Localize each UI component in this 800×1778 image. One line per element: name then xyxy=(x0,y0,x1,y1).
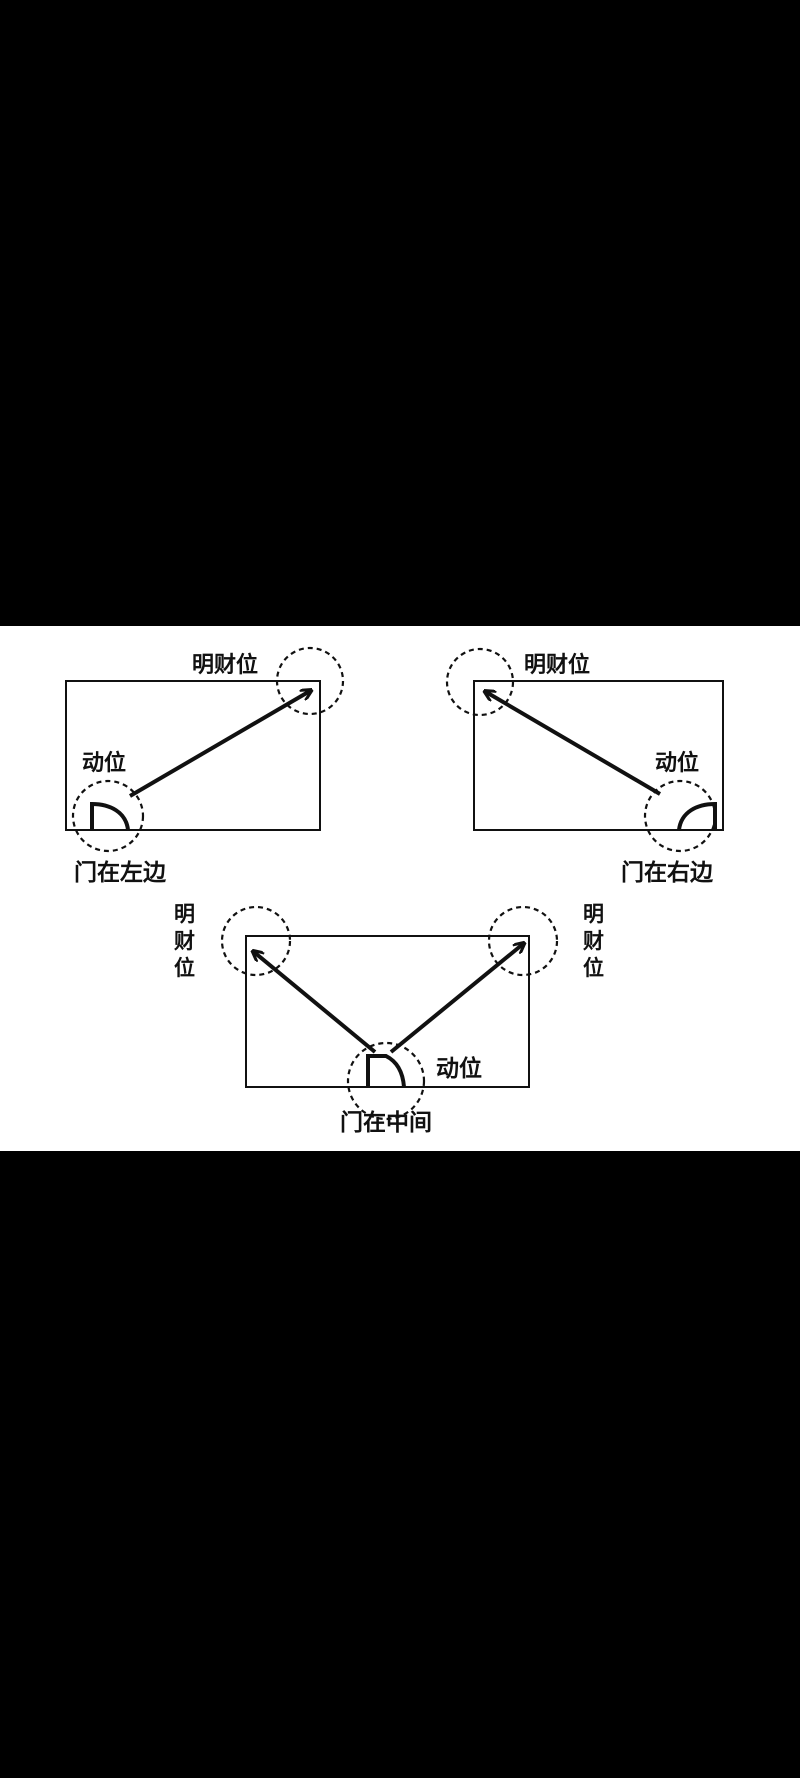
center-left-wealth-char-3: 位 xyxy=(174,956,195,980)
center-right-wealth-char-3: 位 xyxy=(583,956,604,980)
center-right-wealth-char-2: 财 xyxy=(583,929,604,953)
center-right-wealth-char-1: 明 xyxy=(583,902,604,926)
center-right-wealth-position-circle xyxy=(487,905,559,977)
right-arrow xyxy=(486,692,662,796)
center-left-wealth-position-circle xyxy=(220,905,292,977)
right-caption: 门在右边 xyxy=(621,859,714,886)
left-move-position-circle xyxy=(71,779,145,853)
center-caption: 门在中间 xyxy=(340,1109,432,1136)
left-room-outline xyxy=(65,680,321,831)
center-room-outline xyxy=(245,935,530,1088)
top-black-band xyxy=(0,0,800,626)
right-move-label: 动位 xyxy=(655,750,699,776)
center-left-arrow xyxy=(254,952,377,1054)
center-room-diagram: 明 财 位 明 财 位 动位 门在中间 xyxy=(174,902,604,1136)
center-door-symbol xyxy=(366,1054,406,1088)
left-wealth-position-circle xyxy=(275,646,345,716)
right-wealth-position-circle xyxy=(445,647,515,717)
left-wealth-label: 明财位 xyxy=(192,652,258,678)
left-door-symbol xyxy=(90,801,130,831)
center-move-position-circle xyxy=(346,1041,426,1121)
right-room-diagram: 明财位 动位 门在右边 xyxy=(445,647,724,886)
center-left-wealth-char-2: 财 xyxy=(174,929,195,953)
left-arrow xyxy=(128,691,310,798)
center-left-wealth-char-1: 明 xyxy=(174,902,195,926)
left-caption: 门在左边 xyxy=(74,859,167,886)
left-room-diagram: 明财位 动位 门在左边 xyxy=(65,646,345,886)
left-move-label: 动位 xyxy=(82,750,126,776)
right-wealth-label: 明财位 xyxy=(524,652,590,678)
right-room-outline xyxy=(473,680,724,831)
feng-shui-diagram: 明财位 动位 门在左边 明财位 动位 门在右边 明 财 位 xyxy=(65,646,724,1136)
center-move-label: 动位 xyxy=(436,1055,482,1082)
center-right-arrow xyxy=(389,944,523,1054)
right-door-symbol xyxy=(677,801,717,831)
diagram-panel: 明财位 动位 门在左边 明财位 动位 门在右边 明 财 位 xyxy=(0,626,800,1151)
bottom-black-band xyxy=(0,1151,800,1778)
